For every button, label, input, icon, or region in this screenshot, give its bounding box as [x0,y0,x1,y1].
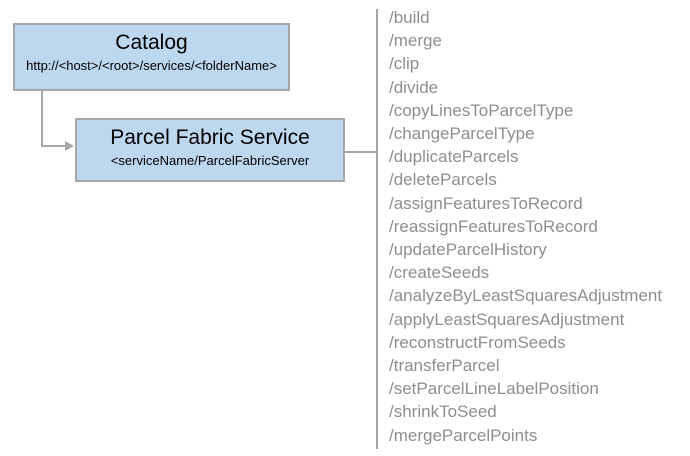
catalog-to-service-connector-horizontal [41,145,66,147]
service-url: <serviceName/ParcelFabricServer [110,153,310,168]
endpoint-item: /createSeeds [389,263,490,283]
endpoint-list: /build /merge /clip /divide /copyLinesTo… [389,6,662,447]
endpoint-item: /assignFeaturesToRecord [389,193,583,213]
endpoint-item: /clip [389,54,420,74]
arrowhead-icon [65,141,74,151]
catalog-title: Catalog [115,31,188,54]
endpoint-item: /mergeParcelPoints [389,425,538,445]
endpoint-item: /copyLinesToParcelType [389,100,574,120]
endpoint-item: /shrinkToSeed [389,402,497,422]
catalog-url: http://<host>/<root>/services/<folderNam… [26,58,277,73]
endpoint-item: /divide [389,77,439,97]
endpoint-item: /build [389,8,430,27]
endpoint-item: /updateParcelHistory [389,240,547,260]
endpoint-item: /merge [389,31,442,51]
endpoint-item: /setParcelLineLabelPosition [389,379,599,399]
endpoint-item: /changeParcelType [389,124,535,144]
catalog-to-service-connector-vertical [41,90,43,147]
endpoint-item: /reconstructFromSeeds [389,332,566,352]
endpoint-list-rule [376,9,378,449]
service-title: Parcel Fabric Service [110,126,310,149]
endpoint-item: /analyzeByLeastSquaresAdjustment [389,286,663,306]
endpoint-item: /deleteParcels [389,170,497,190]
service-to-endpoints-connector [345,151,376,153]
endpoint-item: /duplicateParcels [389,147,519,167]
endpoint-item: /applyLeastSquaresAdjustment [389,309,625,329]
catalog-node: Catalog http://<host>/<root>/services/<f… [13,23,290,91]
parcel-fabric-service-node: Parcel Fabric Service <serviceName/Parce… [75,118,345,182]
endpoint-item: /transferParcel [389,356,500,376]
endpoint-item: /reassignFeaturesToRecord [389,216,598,236]
